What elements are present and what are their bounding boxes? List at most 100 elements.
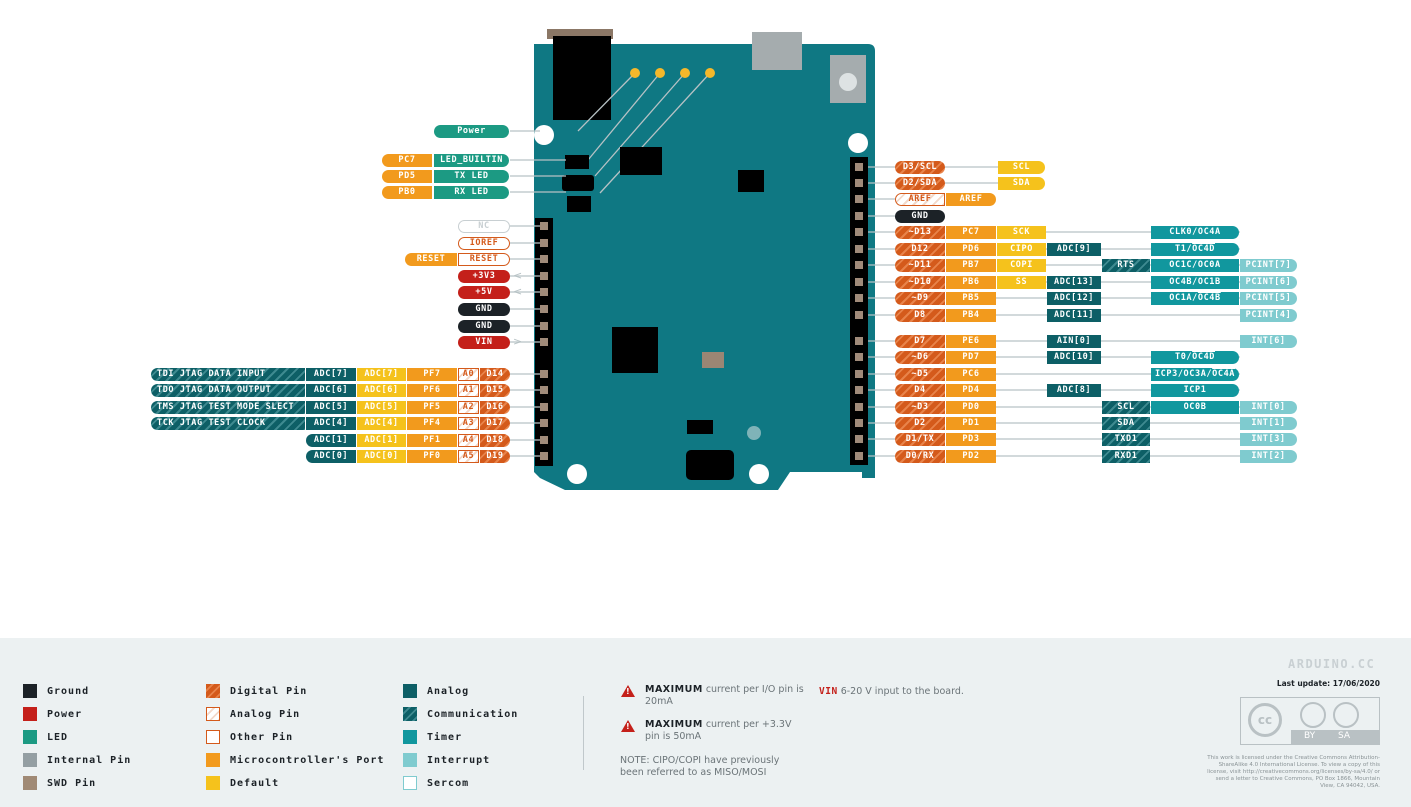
port-label: AREF [946,193,996,206]
legend-item: Analog Pin [206,707,300,721]
interrupt-label: INT[1] [1240,417,1297,430]
analog-label: ADC[11] [1047,309,1101,322]
analog-label: AIN[0] [1047,335,1101,348]
legend-label: Sercom [427,777,470,789]
header-pin [540,452,548,460]
header-pin [855,163,863,171]
site-link[interactable]: ARDUINO.CC [1288,657,1376,671]
legend-swatch [206,707,220,721]
power-pin-nc: NC [458,220,510,233]
port-label: PD7 [946,351,996,364]
legend-swatch [403,684,417,698]
led-component [565,155,589,169]
legend-item: SWD Pin [23,776,96,790]
digital-pin-d5: ~D5 [895,368,945,381]
legend-item: Sercom [403,776,469,790]
header-pin [855,311,863,319]
led-label-tx-led: TX LED [434,170,509,183]
warning-icon: ! [621,720,635,732]
analog-label: ADC[12] [1047,292,1101,305]
header-pin [540,222,548,230]
analog-label: ADC[13] [1047,276,1101,289]
led-icon [630,68,640,78]
analog-pin-a3: A3 [458,417,479,430]
default-label: CIPO [997,243,1046,256]
regulator [620,147,662,175]
interrupt-label: PCINT[6] [1240,276,1297,289]
led-icon [655,68,665,78]
cipo-copi-note: NOTE: CIPO/COPI have previously been ref… [620,755,780,778]
port-label: PB4 [946,309,996,322]
pin-gnd: GND [895,210,945,223]
legend-swatch [23,730,37,744]
port-label: PF1 [407,434,457,447]
legend-swatch [206,684,220,698]
analog-pin-a0: A0 [458,368,479,381]
analog-pin-a2: A2 [458,401,479,414]
header-pin [540,288,548,296]
power-pin-vin: VIN [458,336,510,349]
header-pin [540,322,548,330]
cc-license-badge[interactable]: cc BY SA [1240,697,1380,745]
header-pin [855,261,863,269]
legend-item: Other Pin [206,730,293,744]
port-label: PB6 [946,276,996,289]
port-label: PB7 [946,259,996,272]
analog-label: ADC[4] [306,417,356,430]
header-pin [540,272,548,280]
legend-label: Internal Pin [47,754,132,766]
default-label: SS [997,276,1046,289]
legend-item: LED [23,730,68,744]
led-icon [680,68,690,78]
mounting-hole [848,133,868,153]
header-pin [540,338,548,346]
legend-label: Analog [427,685,470,697]
crystal [702,352,724,368]
timer-label: OC1A/OC4B [1151,292,1239,305]
port-label: PC7 [382,154,432,167]
port-label: PC6 [946,368,996,381]
port-label: PD2 [946,450,996,463]
digital-pin-d12: D12 [895,243,945,256]
analog-pin-a4: A4 [458,434,479,447]
power-pin-5v: +5V [458,286,510,299]
header-pin [855,212,863,220]
legend-swatch [403,753,417,767]
digital-pin-d10: ~D10 [895,276,945,289]
port-label: PC7 [946,226,996,239]
legend-label: Power [47,708,83,720]
interrupt-label: INT[0] [1240,401,1297,414]
sa-icon [1333,702,1359,728]
legend-item: Internal Pin [23,753,131,767]
power-pin-reset: RESET [458,253,510,266]
timer-label: OC1C/OC0A [1151,259,1239,272]
interrupt-label: PCINT[5] [1240,292,1297,305]
timer-label: ICP3/OC3A/OC4A [1151,368,1239,381]
header-pin [855,419,863,427]
legend-label: Interrupt [427,754,491,766]
header-pin [855,403,863,411]
warning-io-current: MAXIMUM current per I/O pin is 20mA [645,684,804,707]
header-pin [855,195,863,203]
header-pin [855,179,863,187]
header-pin [855,435,863,443]
dc-jack-icon [547,29,613,39]
port-label: PB5 [946,292,996,305]
chip [738,170,764,192]
cc-sa-label: SA [1338,731,1351,741]
digital-pin-d13: ~D13 [895,226,945,239]
legend-item: Digital Pin [206,684,307,698]
component [687,420,713,434]
header-pin [855,386,863,394]
timer-label: T0/OC4D [1151,351,1239,364]
interrupt-label: PCINT[4] [1240,309,1297,322]
digital-pin-d4: D4 [895,384,945,397]
legend-item: Communication [403,707,518,721]
analog-label: ADC[7] [306,368,356,381]
led-component [567,196,591,212]
interrupt-label: INT[6] [1240,335,1297,348]
license-text: This work is licensed under the Creative… [1207,755,1380,789]
default-label: SCL [998,161,1045,174]
